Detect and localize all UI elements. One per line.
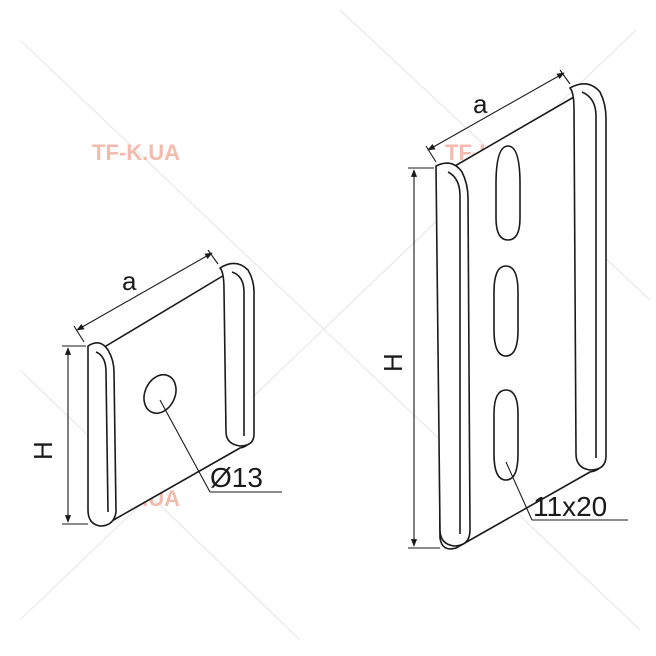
large-right-flange	[569, 83, 607, 471]
small-width-label: a	[122, 266, 137, 296]
small-right-flange	[219, 262, 255, 447]
small-dim-a	[73, 249, 219, 343]
large-left-flange-inner	[447, 171, 461, 534]
large-slot-middle	[493, 265, 519, 357]
small-hole-leader	[159, 399, 282, 493]
large-width-label: a	[473, 89, 488, 119]
large-slot-label: 11x20	[533, 491, 607, 522]
small-right-flange-inner	[231, 271, 245, 436]
large-height-label: H	[378, 353, 408, 372]
small-bracket	[87, 262, 255, 527]
small-hole-label: Ø13	[210, 462, 263, 493]
large-right-flange-inner	[581, 91, 597, 458]
large-slot-top	[495, 145, 521, 241]
small-left-flange-inner	[95, 351, 109, 513]
large-dim-a	[425, 69, 571, 163]
small-height-label: H	[28, 441, 58, 460]
small-left-flange	[87, 342, 117, 527]
watermark-top-left: TF-K.UA	[92, 140, 180, 165]
small-dim-h	[62, 345, 88, 525]
large-bracket	[435, 83, 607, 550]
large-slot-bottom	[493, 389, 519, 481]
large-slot-leader	[505, 461, 628, 521]
small-hole	[143, 373, 177, 415]
large-dim-h	[408, 167, 440, 549]
large-left-flange	[435, 162, 471, 547]
